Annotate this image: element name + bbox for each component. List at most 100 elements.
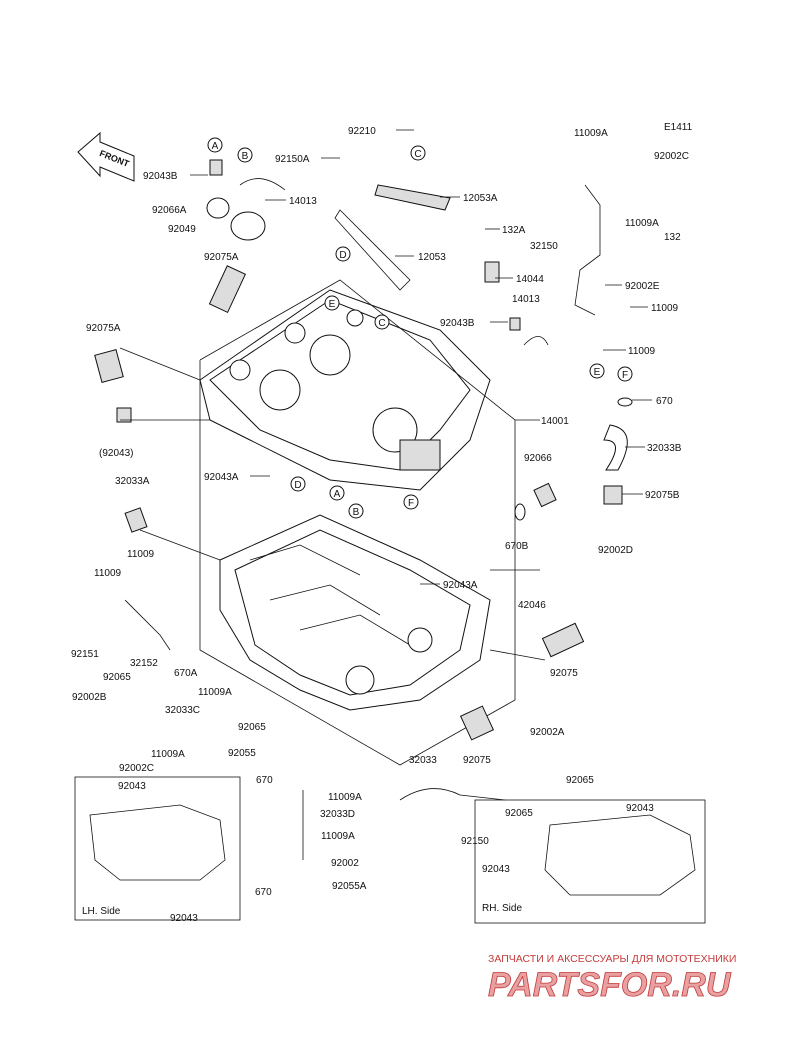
label-14013-top: 14013 [289, 196, 317, 207]
label-92075a-top: 92075A [204, 252, 239, 263]
label-92002: 92002 [331, 858, 359, 869]
lh-side-label: LH. Side [82, 906, 121, 917]
label-92043a-mid: 92043A [204, 472, 239, 483]
label-11009-l2: 11009 [94, 568, 122, 579]
label-92043b: 92043B [143, 171, 178, 182]
label-14013-mid: 14013 [512, 294, 540, 305]
dowel-92043b [509, 317, 521, 331]
label-92066a: 92066A [152, 205, 187, 216]
label-92002b: 92002B [72, 692, 107, 703]
svg-text:F: F [408, 498, 414, 509]
front-arrow-icon: FRONT [77, 131, 135, 182]
label-11009-r1: 11009 [651, 303, 679, 314]
ref-marker-f-top: F [617, 366, 633, 382]
plate-12053 [334, 209, 411, 291]
stud-92075 [541, 622, 585, 658]
label-11009-r2: 11009 [628, 346, 656, 357]
seal-92049 [230, 211, 266, 241]
ref-marker-f: F [403, 494, 419, 510]
label-92043-paren: (92043) [99, 448, 133, 459]
stud-92075a-left [94, 349, 124, 383]
ref-marker-c-top: C [410, 145, 426, 161]
diagram-code: E1411 [664, 122, 693, 133]
label-92043-lh-bot: 92043 [170, 913, 198, 924]
label-92065-c: 92065 [238, 722, 266, 733]
label-92075b: 92075B [645, 490, 680, 501]
stud-92075a [208, 265, 247, 314]
label-92002a: 92002A [530, 727, 565, 738]
clamp-14044 [484, 261, 500, 283]
pipe-32150 [574, 184, 601, 316]
label-11009a-l: 11009A [198, 687, 232, 698]
label-92075-low: 92075 [463, 755, 491, 766]
label-92075: 92075 [550, 668, 578, 679]
bushing-92043 [116, 407, 132, 423]
svg-text:E: E [329, 299, 336, 310]
ref-marker-c: C [374, 314, 390, 330]
label-32033b: 32033B [647, 443, 682, 454]
label-132: 132 [664, 232, 681, 243]
pipe-32033 [399, 788, 506, 801]
upper-crankcase [199, 289, 491, 491]
svg-text:C: C [414, 149, 421, 160]
svg-text:B: B [353, 507, 360, 518]
stud-92075-low [459, 705, 495, 741]
label-92065-r1: 92065 [566, 775, 594, 786]
svg-text:E: E [594, 367, 601, 378]
label-670b: 670B [505, 541, 529, 552]
ref-marker-d: D [290, 476, 306, 492]
label-92002e: 92002E [625, 281, 660, 292]
rh-side-label: RH. Side [482, 903, 522, 914]
svg-text:D: D [339, 250, 346, 261]
svg-text:A: A [212, 141, 219, 152]
label-92075a-left: 92075A [86, 323, 121, 334]
bushing-92043b [209, 159, 223, 176]
label-11009a-c: 11009A [328, 792, 362, 803]
svg-text:B: B [242, 151, 249, 162]
label-92043b-mid: 92043B [440, 318, 475, 329]
label-92150a: 92150A [275, 154, 310, 165]
label-670-c: 670 [256, 775, 273, 786]
label-670-r: 670 [656, 396, 673, 407]
rh-side-case [544, 814, 696, 896]
pipe-92075b [603, 485, 623, 505]
label-92066: 92066 [524, 453, 552, 464]
label-92043a-low: 92043A [443, 580, 478, 591]
ref-marker-a: A [329, 485, 345, 501]
seal-92066a [206, 197, 230, 219]
svg-text:A: A [334, 489, 341, 500]
label-92043-rh-top: 92043 [626, 803, 654, 814]
ref-marker-d-top: D [335, 246, 351, 262]
label-92065-l: 92065 [103, 672, 131, 683]
svg-text:C: C [378, 318, 385, 329]
label-14001: 14001 [541, 416, 569, 427]
label-32033d: 32033D [320, 809, 355, 820]
label-32033a: 32033A [115, 476, 150, 487]
oring-670b [514, 503, 526, 521]
oring-670 [617, 397, 633, 407]
label-92043-lh-top: 92043 [118, 781, 146, 792]
bracket-12053a [374, 184, 451, 211]
ref-marker-a-top: A [207, 137, 223, 153]
label-92049: 92049 [168, 224, 196, 235]
label-670a: 670A [174, 668, 198, 679]
watermark-logo: PARTSFOR.RU [488, 966, 732, 1004]
label-92002c-top: 92002C [654, 151, 689, 162]
label-92002d: 92002D [598, 545, 633, 556]
label-11009a-top: 11009A [574, 128, 608, 139]
svg-text:D: D [294, 480, 301, 491]
label-92055: 92055 [228, 748, 256, 759]
label-42046: 42046 [518, 600, 546, 611]
label-32033: 32033 [409, 755, 437, 766]
lower-crankcase [219, 514, 491, 711]
plug-92066 [533, 482, 557, 508]
lh-side-case [89, 804, 226, 881]
ref-marker-b-top: B [237, 147, 253, 163]
rh-side-inset [474, 799, 706, 924]
label-92002c-low: 92002C [119, 763, 154, 774]
label-12053a: 12053A [463, 193, 498, 204]
ref-marker-e-top: E [589, 363, 605, 379]
svg-text:F: F [622, 370, 628, 381]
pipe-32152 [124, 599, 171, 651]
